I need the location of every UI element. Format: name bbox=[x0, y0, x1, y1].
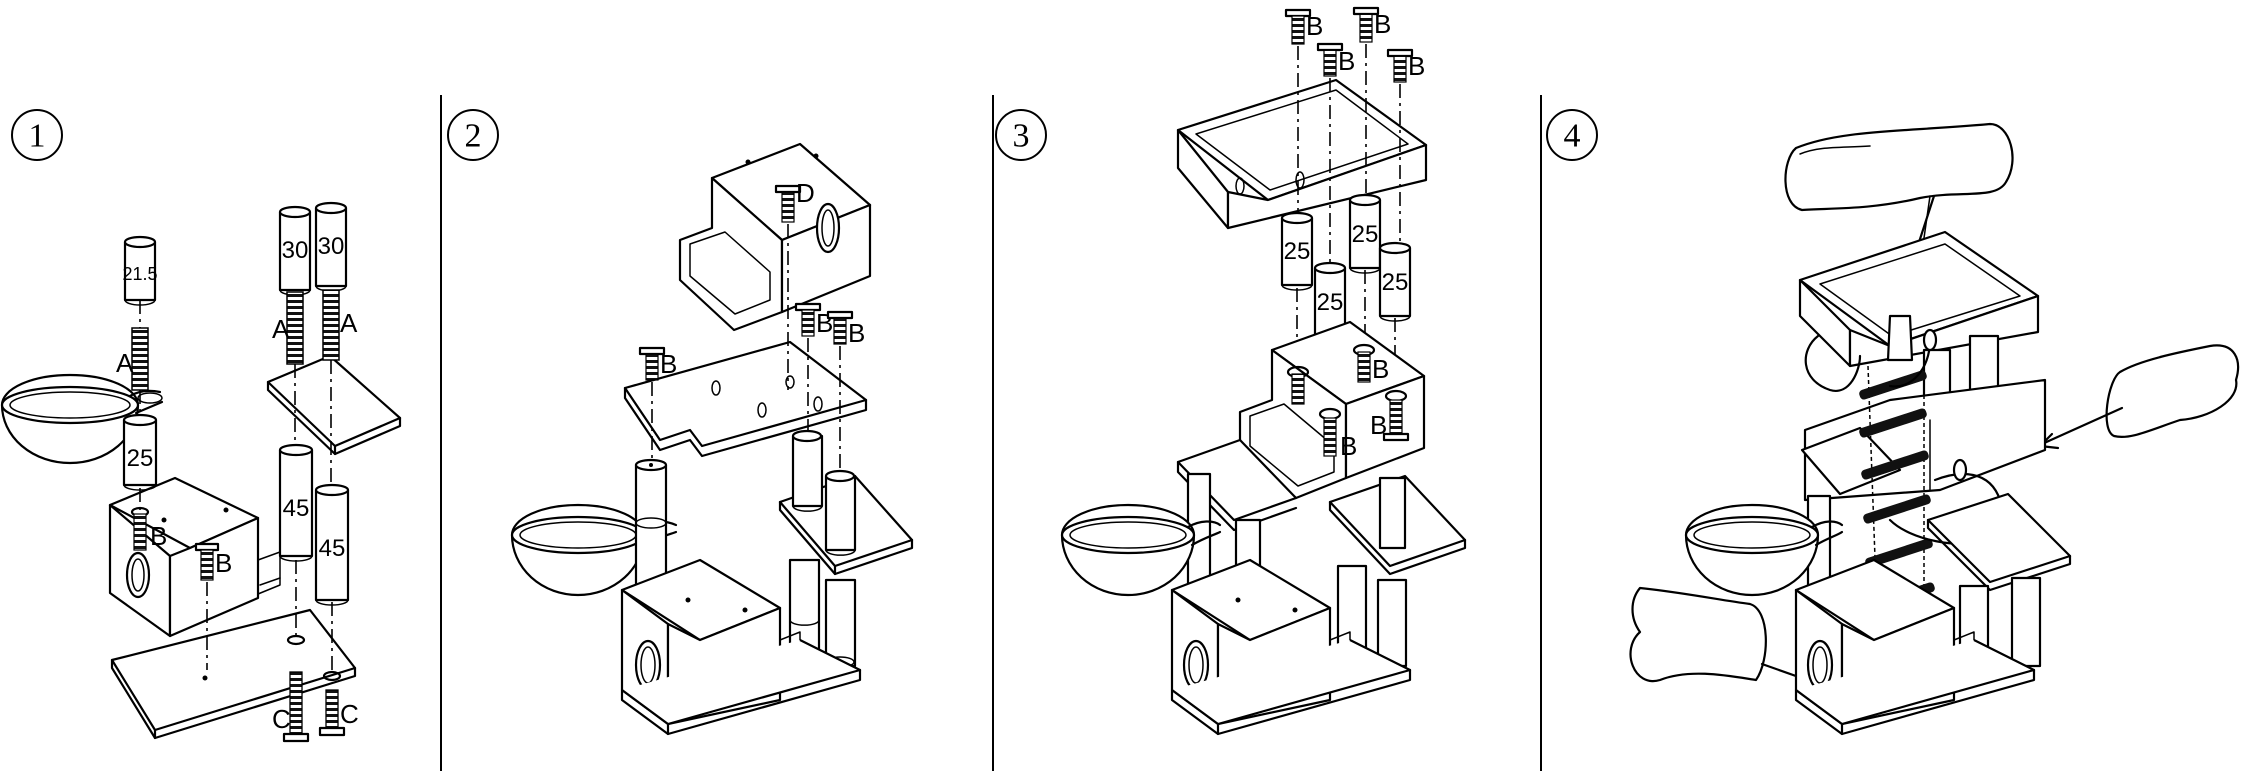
step-3-illustration: B B B B 25 25 25 bbox=[1060, 6, 1467, 736]
post-25: 25 bbox=[1348, 193, 1382, 274]
part-label: B bbox=[215, 548, 232, 578]
post-length-label: 30 bbox=[282, 237, 309, 264]
post-30-left: 30 bbox=[278, 205, 312, 296]
part-label: B bbox=[1306, 11, 1323, 41]
part-label: B bbox=[848, 318, 865, 348]
step-label: 4 bbox=[1564, 118, 1581, 155]
bowl bbox=[1060, 503, 1222, 597]
part-label: B bbox=[150, 521, 167, 551]
step-3-number: 3 bbox=[995, 109, 1047, 161]
step-1-number: 1 bbox=[11, 109, 63, 161]
cushion-right bbox=[2105, 344, 2240, 438]
part-label: B bbox=[1370, 410, 1387, 440]
part-label: B bbox=[660, 349, 677, 379]
post-45-right: 45 bbox=[314, 483, 350, 606]
post-length-label: 45 bbox=[283, 495, 310, 522]
step-label: 3 bbox=[1013, 118, 1030, 155]
step-label: 1 bbox=[29, 118, 46, 155]
step-4-number: 4 bbox=[1546, 109, 1598, 161]
part-label: C bbox=[340, 699, 359, 729]
bowl bbox=[510, 503, 678, 597]
cushion-top bbox=[1784, 122, 2014, 212]
cushion-bottom bbox=[1629, 586, 1767, 683]
post-length-label: 21.5 bbox=[122, 264, 157, 284]
bowl bbox=[0, 373, 164, 465]
post-length-label: 25 bbox=[1317, 289, 1344, 316]
step-4-illustration bbox=[1629, 122, 2240, 736]
step-2-illustration: D B B B bbox=[510, 142, 914, 736]
post-length-label: 25 bbox=[1284, 238, 1311, 265]
step-1-illustration: 21.5 A 25 B B 30 bbox=[0, 201, 402, 743]
part-label: B bbox=[1408, 51, 1425, 81]
part-label: B bbox=[1372, 354, 1389, 384]
part-label: C bbox=[272, 704, 291, 734]
post-length-label: 25 bbox=[1352, 221, 1379, 248]
part-label: B bbox=[1374, 9, 1391, 39]
bowl bbox=[1684, 503, 1844, 597]
post-length-label: 25 bbox=[1382, 269, 1409, 296]
part-label: A bbox=[116, 348, 134, 378]
post-25: 25 bbox=[122, 413, 158, 491]
post-length-label: 45 bbox=[319, 535, 346, 562]
part-label: A bbox=[340, 308, 358, 338]
part-label: A bbox=[272, 314, 290, 344]
part-label: D bbox=[796, 178, 815, 208]
post-length-label: 25 bbox=[127, 445, 154, 472]
post-30-right: 30 bbox=[314, 201, 348, 292]
post-45-left: 45 bbox=[278, 443, 314, 562]
part-label: B bbox=[1338, 46, 1355, 76]
post-21-5: 21.5 bbox=[122, 235, 158, 306]
post-length-label: 30 bbox=[318, 233, 345, 260]
step-label: 2 bbox=[465, 118, 482, 155]
part-label: B bbox=[1340, 431, 1357, 461]
post-25: 25 bbox=[1378, 241, 1412, 322]
post-25: 25 bbox=[1280, 211, 1314, 291]
step-2-number: 2 bbox=[447, 109, 499, 161]
